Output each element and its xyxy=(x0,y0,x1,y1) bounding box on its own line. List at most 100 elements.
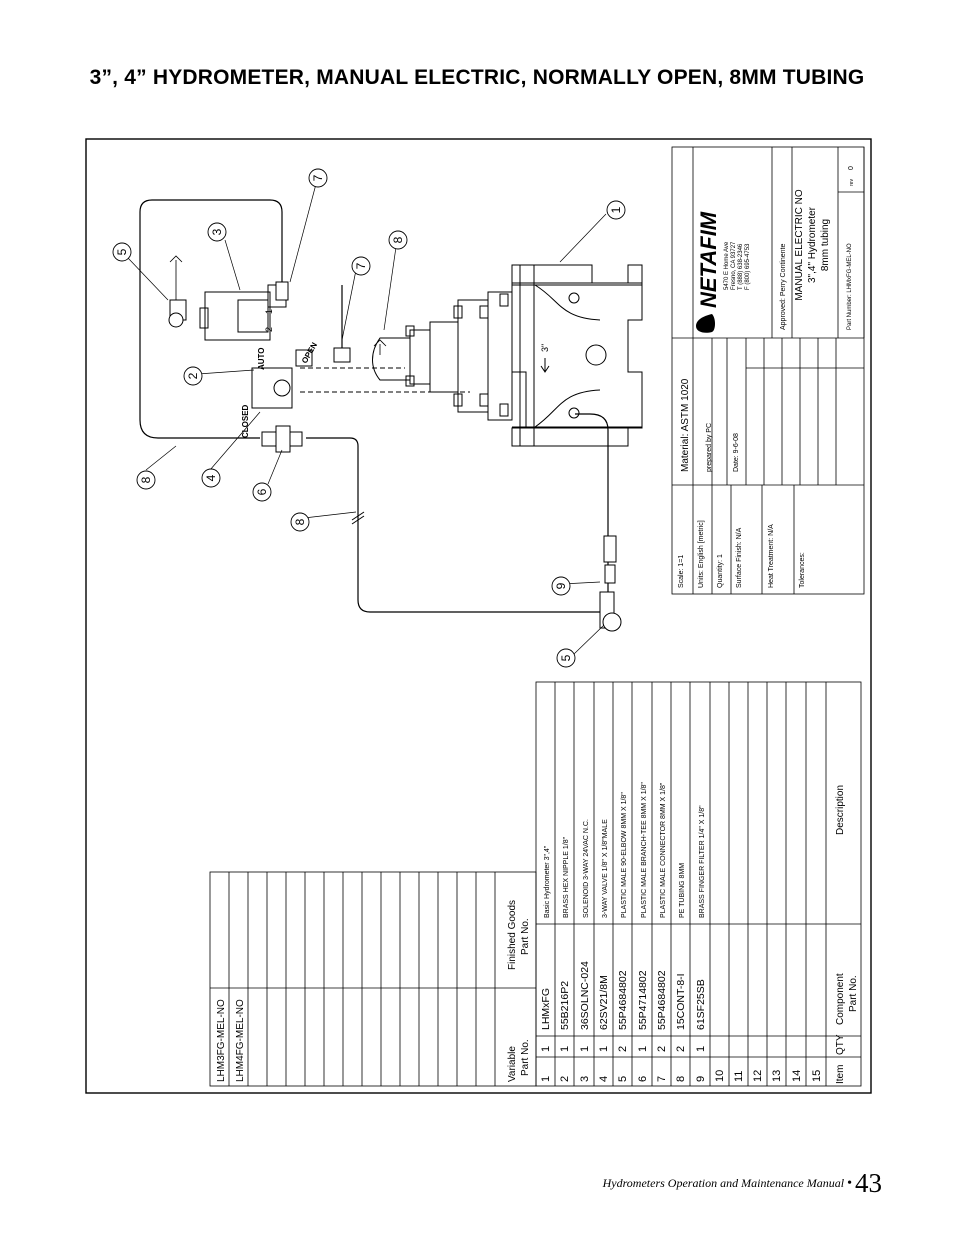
logo-wordmark: NETAFIM xyxy=(696,211,721,308)
size-mark: 3" xyxy=(540,344,550,352)
balloon-circle xyxy=(388,230,408,250)
tb-prepared-by: prepared by PC xyxy=(706,423,713,472)
bom-part-number: 15CONT-8-I xyxy=(675,973,687,1030)
bolt-icon xyxy=(568,407,580,419)
tb-quantity: Quantity: 1 xyxy=(717,554,724,588)
tubing-break-marks xyxy=(351,511,365,525)
balloon-label: 2 xyxy=(186,372,200,379)
bom-description: PLASTIC MALE BRANCH-TEE 8MM X 1/8" xyxy=(641,782,648,918)
bom-description: Basic Hydrometer 3",4" xyxy=(544,845,551,918)
leaders xyxy=(127,183,607,655)
tb-part-number: Part Number: LHMxFG-MEL-NO xyxy=(847,243,853,330)
bom-qty: 1 xyxy=(695,1046,707,1052)
bom-part-number: 36SOLNC-024 xyxy=(579,961,591,1030)
tb-tolerances: Tolerances: xyxy=(799,552,806,588)
tb-address-4: F (800) 695-4753 xyxy=(745,243,751,290)
bom-item-number: 11 xyxy=(733,1071,745,1082)
balloon-circle xyxy=(252,482,272,502)
balloon-label: 3 xyxy=(210,228,224,235)
bom-item-number: 13 xyxy=(771,1070,783,1082)
bom-item-number: 7 xyxy=(656,1076,668,1082)
tb-surface-finish: Surface Finish: N/A xyxy=(736,527,743,588)
bom-description: PLASTIC MALE 90-ELBOW 8MM X 1/8" xyxy=(621,792,628,918)
bom-part-number: 61SF25SB xyxy=(695,979,707,1030)
fittings xyxy=(168,281,622,632)
bom-item-number: 1 xyxy=(540,1076,552,1082)
tb-scale: Scale: 1=1 xyxy=(678,555,685,588)
bom-description: 3-WAY VALVE 1/8" X 1/8"MALE xyxy=(602,819,609,918)
page-title: 3”, 4” HYDROMETER, MANUAL ELECTRIC, NORM… xyxy=(89,66,865,89)
tb-address-2: Fresno, CA 93727 xyxy=(731,241,737,290)
balloon-circle xyxy=(308,168,328,188)
bom-item-number: 15 xyxy=(811,1070,823,1082)
balloon-circle xyxy=(183,366,203,386)
balloon-label: 8 xyxy=(391,236,405,243)
tb-date: Date: 9-6-08 xyxy=(733,433,740,472)
bom-item-number: 4 xyxy=(598,1076,610,1082)
bom-description: BRASS HEX NIPPLE 1/8" xyxy=(563,836,570,918)
bom-part-number: 55P4714802 xyxy=(637,970,649,1030)
fg-row-1: LHM3FG-MEL-NO xyxy=(216,999,227,1082)
bom-part-number: 55P4684802 xyxy=(617,970,629,1030)
drawing-frame xyxy=(85,138,872,1094)
balloon-circle xyxy=(207,222,227,242)
solenoid-port-2: 2 xyxy=(264,327,274,332)
logo-drop-icon xyxy=(696,314,715,333)
balloon-label: 8 xyxy=(139,476,153,483)
bom-item-number: 12 xyxy=(752,1070,764,1082)
tb-approved: Approved: Perry Continente xyxy=(780,244,787,330)
fg-row-2: LHM4FG-MEL-NO xyxy=(235,999,246,1082)
solenoid-port-1: 1 xyxy=(264,309,274,314)
bom-header-text: Item QTY Component Part No. Description xyxy=(835,785,859,1084)
title-block xyxy=(671,146,865,595)
balloon-circle xyxy=(551,576,571,596)
footer-text: Hydrometers Operation and Maintenance Ma… xyxy=(602,1176,845,1190)
tb-heat-treatment: Heat Treatment: N/A xyxy=(768,524,775,588)
bom-qty: 1 xyxy=(540,1046,552,1052)
wires xyxy=(169,255,387,355)
page-number: 43 xyxy=(855,1168,882,1198)
balloon-label: 4 xyxy=(204,474,218,481)
bom-description: PE TUBING 8MM xyxy=(679,863,686,918)
bolt-icon xyxy=(568,292,580,304)
bom-part-number: 55B216P2 xyxy=(559,981,571,1030)
balloon-circle xyxy=(556,648,576,668)
netafim-logo: NETAFIM xyxy=(696,211,721,333)
balloon-label: 5 xyxy=(115,248,129,255)
bom-qty: 1 xyxy=(637,1046,649,1052)
tb-drawing-title-1: MANUAL ELECTRIC NO xyxy=(794,189,805,301)
bom-header-component-1: Component xyxy=(835,973,846,1025)
fg-header-finished-1: Finished Goods xyxy=(507,900,518,970)
fg-header-variable-1: Variable xyxy=(507,1046,518,1082)
tb-material: Material: ASTM 1020 xyxy=(680,378,691,472)
port-icon xyxy=(585,344,607,366)
bom-qty: 2 xyxy=(675,1046,687,1052)
page-footer: Hydrometers Operation and Maintenance Ma… xyxy=(603,1168,882,1199)
bom-item-number: 8 xyxy=(675,1076,687,1082)
tb-rev-label: rev xyxy=(849,179,855,186)
tb-units: Units: English [metric] xyxy=(698,520,705,588)
bom-item-number: 14 xyxy=(791,1070,803,1082)
balloon-circle xyxy=(201,468,221,488)
label-auto: AUTO xyxy=(257,347,266,370)
solenoid-text: 2 1 xyxy=(264,309,274,332)
bom-qty: 2 xyxy=(656,1046,668,1052)
fg-header-finished-2: Part No. xyxy=(520,918,531,955)
gauge-icon xyxy=(273,379,291,397)
bom-description: PLASTIC MALE CONNECTOR 8MM X 1/8" xyxy=(660,782,667,918)
tb-rev-value: 0 xyxy=(848,166,855,170)
balloon-label: 8 xyxy=(293,518,307,525)
balloon-circle xyxy=(112,242,132,262)
bom-item-number: 6 xyxy=(637,1076,649,1082)
valve-assembly xyxy=(300,264,643,447)
bom-header-description: Description xyxy=(835,785,846,835)
bom-item-number: 10 xyxy=(714,1070,726,1082)
balloon-label: 1 xyxy=(609,206,623,213)
balloon-circle xyxy=(606,200,626,220)
bom-qty: 1 xyxy=(598,1046,610,1052)
tb-address-3: T (888) 638-2346 xyxy=(738,243,744,290)
bom-qty: 1 xyxy=(579,1046,591,1052)
bom-header-qty: QTY xyxy=(835,1034,846,1055)
